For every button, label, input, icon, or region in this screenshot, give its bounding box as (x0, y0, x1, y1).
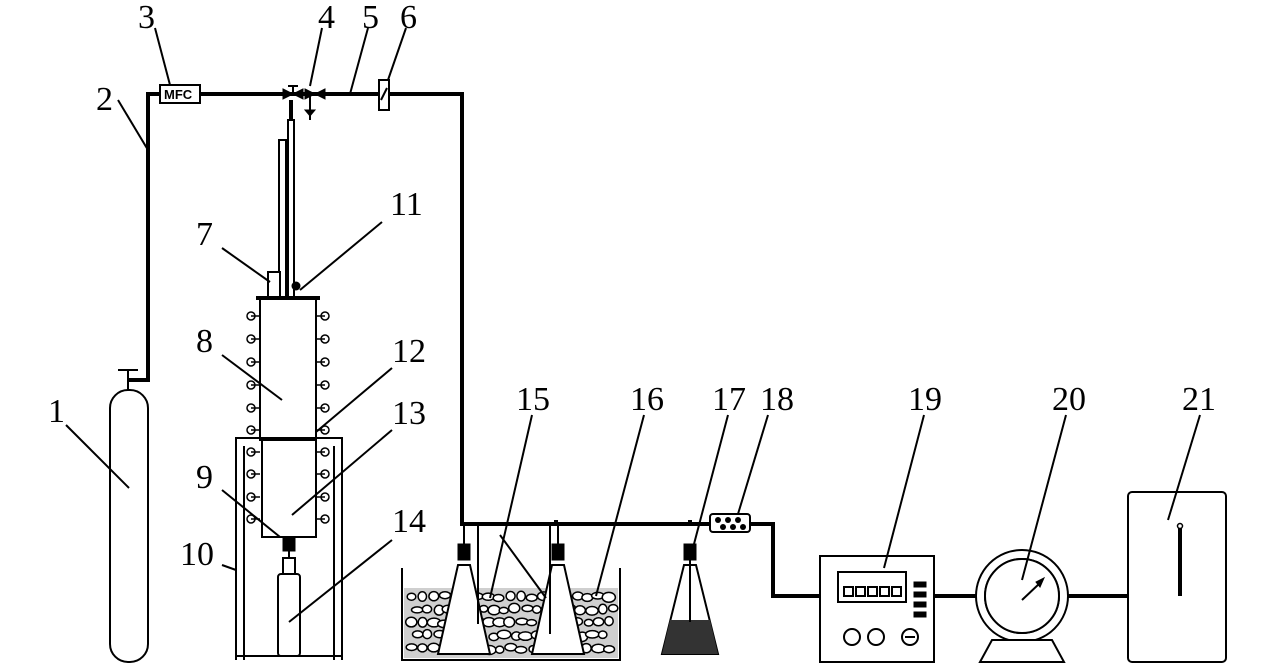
rotameter (378, 79, 390, 111)
label-6: 6 (400, 0, 417, 36)
ice-piece (531, 605, 542, 614)
ice-piece (505, 590, 516, 602)
absorption-flask (660, 543, 720, 655)
ice-piece (492, 593, 505, 603)
label-15: 15 (516, 381, 550, 418)
label-8: 8 (196, 323, 213, 360)
reactor-upper (256, 296, 320, 441)
label-20: 20 (1052, 381, 1086, 418)
ice-piece (602, 644, 616, 654)
ice-piece (428, 590, 440, 602)
label-7: 7 (196, 216, 213, 253)
ice-piece (573, 605, 587, 616)
ice-piece (521, 604, 534, 613)
ice-piece (601, 591, 617, 603)
ice-piece (525, 618, 538, 627)
collection-bottle (277, 536, 301, 657)
gas-analyzer (819, 555, 976, 663)
label-19: 19 (908, 381, 942, 418)
ice-piece (584, 629, 600, 639)
label-21: 21 (1182, 381, 1216, 418)
ice-bath (401, 568, 621, 661)
ice-piece (411, 630, 424, 639)
ice-piece (481, 592, 496, 602)
gas-cylinder (109, 369, 149, 663)
valve-assembly (282, 85, 326, 120)
label-5: 5 (362, 0, 379, 36)
condensing-flasks (436, 520, 692, 655)
gas-collector (1127, 491, 1227, 663)
thermocouple-and-inlet (267, 100, 301, 299)
furnace-frame (235, 437, 343, 660)
ice-piece (604, 615, 614, 627)
mass-flow-controller: MFC (159, 84, 201, 104)
ice-piece (592, 617, 605, 627)
ice-piece (498, 606, 509, 615)
ice-piece (406, 592, 417, 601)
ice-piece (416, 643, 428, 653)
ice-piece (487, 604, 501, 616)
label-16: 16 (630, 381, 664, 418)
ice-piece (405, 643, 418, 652)
ice-piece (597, 603, 608, 615)
ice-piece (517, 631, 534, 642)
leader-lines (65, 27, 1201, 623)
ice-piece (507, 602, 521, 614)
ice-piece (583, 618, 594, 627)
ice-piece (417, 590, 428, 603)
label-1: 1 (48, 393, 65, 430)
ice-piece (516, 590, 527, 602)
part-numbers: 1 2 3 4 5 6 7 8 9 10 11 12 13 14 15 16 1… (48, 0, 1216, 573)
label-11: 11 (390, 186, 423, 223)
ice-piece (438, 590, 452, 600)
ice-piece (404, 616, 418, 628)
ice-piece (597, 630, 608, 640)
ice-piece (585, 605, 599, 616)
ice-piece (417, 616, 428, 628)
ice-piece (607, 603, 619, 613)
ice-piece (494, 645, 505, 655)
ice-piece (421, 604, 433, 614)
drying-tube (690, 513, 820, 598)
label-12: 12 (392, 333, 426, 370)
ice-piece (503, 616, 516, 628)
ice-piece (525, 593, 538, 602)
label-10: 10 (180, 536, 214, 573)
label-2: 2 (96, 81, 113, 118)
label-14: 14 (392, 503, 426, 540)
label-9: 9 (196, 459, 213, 496)
reactor-lower (261, 439, 317, 538)
label-13: 13 (392, 395, 426, 432)
gas-meter (975, 530, 1182, 663)
label-3: 3 (138, 0, 155, 36)
ice-piece (514, 645, 528, 654)
ice-piece (422, 628, 433, 640)
heating-coils (246, 311, 330, 524)
label-4: 4 (318, 0, 335, 36)
ice-piece (410, 606, 424, 614)
label-18: 18 (760, 381, 794, 418)
mfc-label: MFC (164, 87, 193, 102)
ice-piece (496, 629, 512, 640)
label-17: 17 (712, 381, 746, 418)
